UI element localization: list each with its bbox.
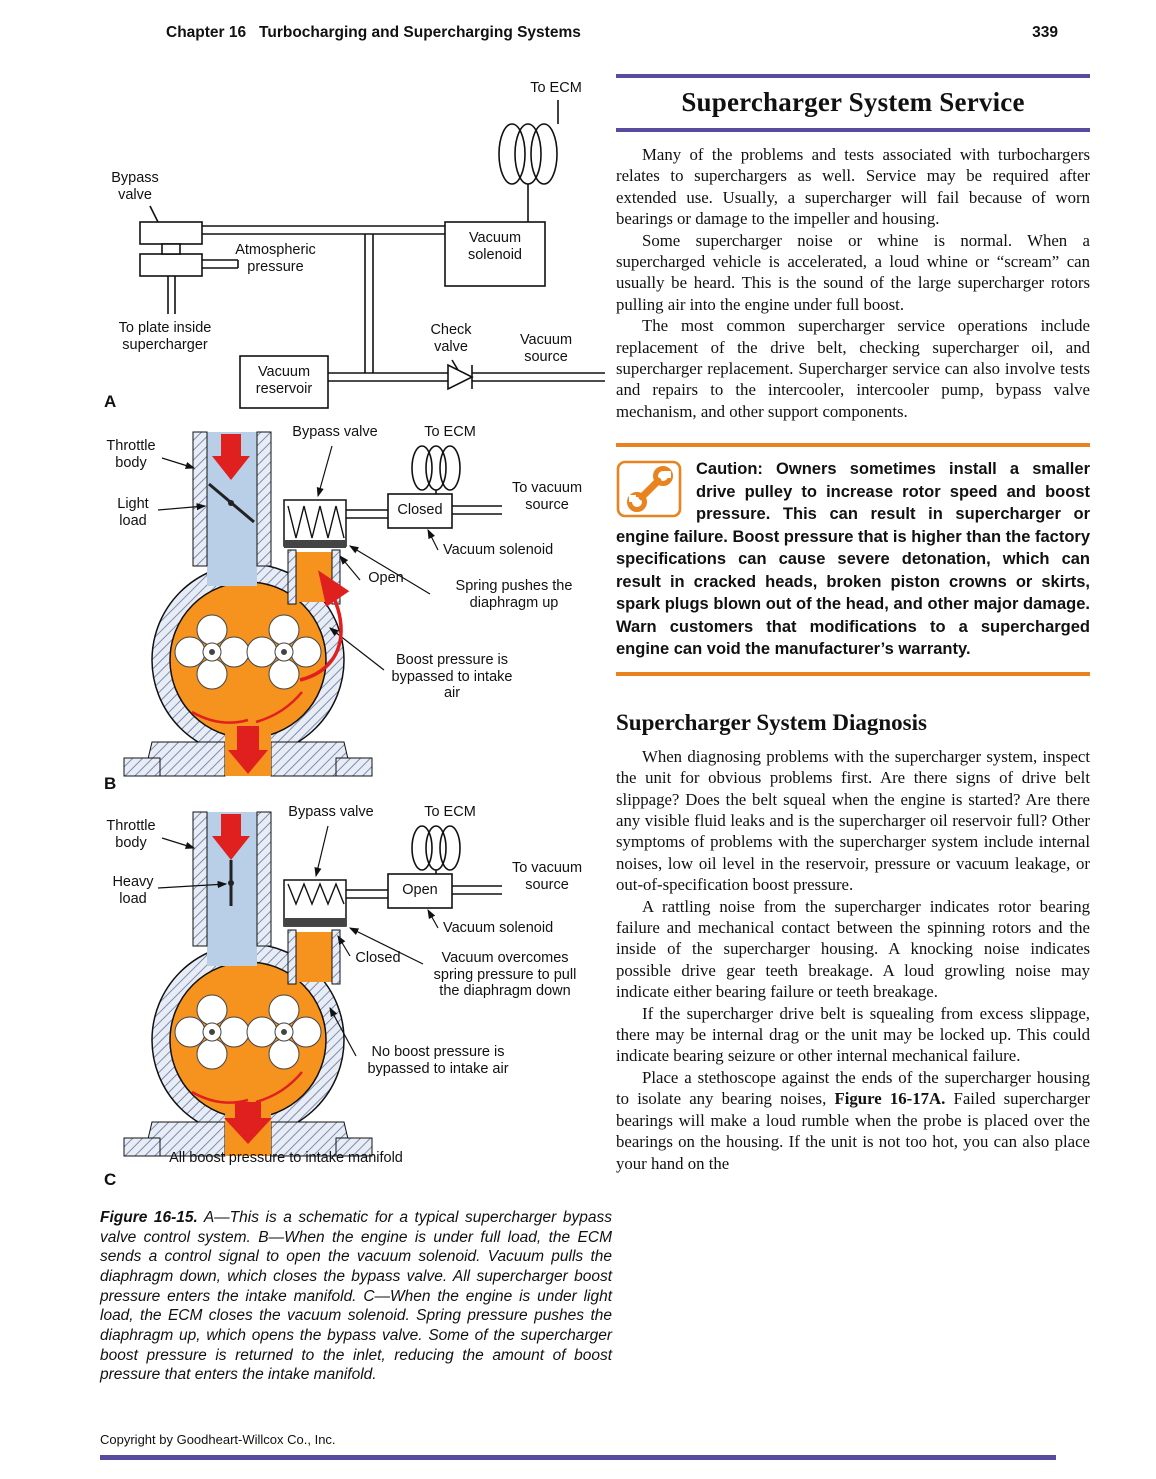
- diagram-c-letter: C: [104, 1170, 117, 1189]
- label-light-load: Light load: [117, 496, 149, 529]
- body-text-1: Many of the problems and tests associate…: [616, 144, 1090, 422]
- paragraph-text: Failed supercharger bearings will make a…: [616, 1089, 1090, 1173]
- label-to-vacuum-source: To vacuum source: [511, 480, 583, 513]
- paragraph-text: Place a stethoscope against the ends of …: [616, 1067, 1090, 1109]
- coil-to-ecm-icon: [411, 825, 461, 871]
- paragraph: If the supercharger drive belt is squeal…: [616, 1003, 1090, 1066]
- bypass-valve-shape: [139, 221, 203, 314]
- page-number: 339: [1032, 24, 1058, 41]
- bottom-rule: [100, 1455, 1056, 1460]
- diagram-b-art: [123, 431, 502, 777]
- rotor-right-shape: [246, 614, 322, 690]
- label-vacuum-note: Vacuum overcomes spring pressure to pull…: [433, 950, 577, 1000]
- diagram-c: Throttle body Heavy load Bypass valve To…: [100, 804, 615, 1196]
- label-to-ecm: To ECM: [530, 80, 582, 96]
- label-bypass-valve: Bypass valve: [288, 804, 374, 820]
- subsection-title: Supercharger System Diagnosis: [616, 709, 927, 735]
- copyright-notice: Copyright by Goodheart-Willcox Co., Inc.: [100, 1432, 336, 1447]
- intake-air-arrow: [212, 434, 250, 480]
- label-all-boost: All boost pressure to intake manifold: [169, 1150, 403, 1166]
- paragraph: When diagnosing problems with the superc…: [616, 746, 1090, 895]
- label-vacuum-solenoid: Vacuum solenoid: [467, 230, 522, 263]
- check-valve-shape: [447, 363, 474, 391]
- label-valve-state: Closed: [355, 950, 401, 966]
- page-header: Chapter 16 Turbocharging and Superchargi…: [100, 24, 1058, 42]
- boost-flow-arrows: [191, 570, 350, 724]
- title-rule-top: [616, 74, 1090, 78]
- label-no-boost-note: No boost pressure is bypassed to intake …: [367, 1044, 509, 1077]
- title-rule-bottom: [616, 128, 1090, 132]
- label-throttle-body: Throttle body: [106, 438, 156, 471]
- caution-box: Caution: Owners sometimes install a smal…: [616, 443, 1090, 676]
- label-vacuum-solenoid: Vacuum solenoid: [443, 542, 554, 558]
- text-column: Supercharger System Service Many of the …: [616, 74, 1090, 1174]
- vacuum-solenoid-box: [444, 221, 546, 287]
- label-to-ecm: To ECM: [424, 424, 476, 440]
- diagram-b: Throttle body Light load Bypass valve To…: [100, 424, 615, 804]
- label-vacuum-reservoir: Vacuum reservoir: [255, 364, 313, 397]
- label-atmospheric-pressure: Atmospheric pressure: [235, 242, 316, 275]
- rotor-right-shape: [246, 994, 322, 1070]
- label-vacuum-solenoid: Vacuum solenoid: [443, 920, 554, 936]
- figure-caption: Figure 16-15. A—This is a schematic for …: [100, 1208, 612, 1385]
- label-solenoid-state: Closed: [397, 502, 443, 518]
- figure-caption-label: Figure 16-15.: [100, 1209, 198, 1226]
- bypass-valve-assembly: [283, 879, 347, 927]
- boost-flow-arrows: [191, 1071, 303, 1104]
- label-to-vacuum-source: To vacuum source: [511, 860, 583, 893]
- body-text-2: When diagnosing problems with the superc…: [616, 746, 1090, 1174]
- label-to-ecm: To ECM: [424, 804, 476, 820]
- label-bypass-valve: Bypass valve: [111, 170, 159, 203]
- section-title: Supercharger System Service: [681, 87, 1025, 117]
- coil-to-ecm-icon: [498, 123, 558, 185]
- paragraph: A rattling noise from the supercharger i…: [616, 896, 1090, 1002]
- bypass-valve-assembly: [283, 499, 347, 548]
- label-bypass-valve: Bypass valve: [292, 424, 378, 440]
- outlet-air-arrow: [228, 726, 268, 774]
- paragraph: Many of the problems and tests associate…: [616, 145, 1090, 229]
- rotor-left-shape: [174, 994, 250, 1070]
- coil-to-ecm-icon: [411, 445, 461, 491]
- label-vacuum-source: Vacuum source: [519, 332, 573, 365]
- caution-wrench-icon: [616, 460, 682, 518]
- label-valve-state: Open: [368, 570, 404, 586]
- paragraph: Some supercharger noise or whine is norm…: [616, 230, 1090, 314]
- outlet-air-arrow: [224, 1102, 272, 1144]
- figure-caption-text: A—This is a schematic for a typical supe…: [100, 1209, 612, 1384]
- paragraph: The most common supercharger service ope…: [616, 316, 1090, 421]
- diagram-a-art: [139, 100, 605, 409]
- label-heavy-load: Heavy load: [112, 874, 154, 907]
- diagram-a: To ECM Bypass valve Atmospheric pressure…: [100, 74, 615, 424]
- label-throttle-body: Throttle body: [106, 818, 156, 851]
- paragraph: Place a stethoscope against the ends of …: [616, 1067, 1090, 1174]
- label-solenoid-state: Open: [402, 882, 438, 898]
- rotor-left-shape: [174, 614, 250, 690]
- figure-column: To ECM Bypass valve Atmospheric pressure…: [100, 74, 615, 1385]
- figure-reference: Figure 16-17A.: [834, 1089, 946, 1109]
- label-to-plate: To plate inside supercharger: [118, 320, 212, 353]
- label-spring-note: Spring pushes the diaphragm up: [455, 578, 573, 611]
- label-check-valve: Check valve: [430, 322, 472, 355]
- running-head: Chapter 16 Turbocharging and Superchargi…: [166, 24, 581, 41]
- vacuum-reservoir-box: [239, 355, 329, 409]
- caution-text: Caution: Owners sometimes install a smal…: [616, 460, 1091, 659]
- intake-air-arrow: [212, 814, 250, 860]
- diagram-c-art: [123, 811, 502, 1157]
- diagram-b-letter: B: [104, 774, 117, 793]
- label-boost-note: Boost pressure is bypassed to intake air: [391, 652, 513, 702]
- diagram-a-letter: A: [104, 392, 117, 411]
